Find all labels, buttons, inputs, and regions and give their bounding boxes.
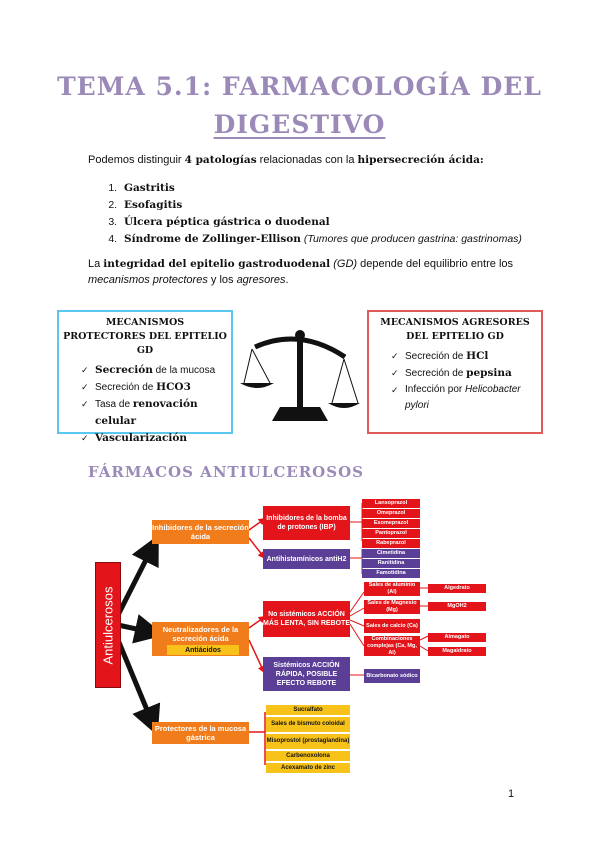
drug-bicarbonato: Bicarbonato sódico [364,669,420,683]
drug-ibp-item: Lansoprazol [362,499,420,508]
node-sistemicos: Sistémicos ACCIÓN RÁPIDA, POSIBLE EFECTO… [263,657,350,691]
node-antiacidos: Antiácidos [167,645,239,655]
drug-ibp-item: Esomeprazol [362,519,420,528]
drug-ibp-item: Omeprazol [362,509,420,518]
protector-drug-item: Carbenoxolona [266,751,350,761]
protectors-title: MECANISMOS PROTECTORES DEL EPITELIO GD [63,317,227,356]
protector-drug-item: Sales de bismuto coloidal [266,717,350,732]
aggressor-item: Secreción de HCl [391,348,541,365]
protector-drug-item: Acexamato de zinc [266,763,350,773]
node-protectores: Protectores de la mucosa gástrica [152,722,249,744]
protector-item: Tasa de renovación celular [81,396,231,430]
salt-drug-item: Almagato [428,633,486,642]
protectors-box: MECANISMOS PROTECTORES DEL EPITELIO GD S… [57,310,233,446]
drug-ibp-item: Pantoprazol [362,529,420,538]
pathology-item: Esofagitis [120,197,522,214]
salt-item: Combinaciones complejas (Ca, Mg, Al) [364,636,420,656]
title-line-1: TEMA 5.1: FARMACOLOGÍA DEL [57,72,542,101]
intro-paragraph: Podemos distinguir 4 patologías relacion… [88,154,484,166]
section-title: FÁRMACOS ANTIULCEROSOS [88,463,364,481]
node-ibp: Inhibidores de la bomba de protones (IBP… [263,506,350,540]
protector-item: Secreción de la mucosa [81,362,231,379]
drug-h2-item: Ranitidina [362,559,420,568]
title-line-2: DIGESTIVO [213,110,386,139]
salt-item: Sales de calcio (Ca) [364,619,420,633]
protector-drug-item: Sucralfato [266,705,350,715]
salt-item: Sales de Magnesio (Mg) [364,600,420,614]
protector-drug-item: Misoprostol (prostaglandina) [266,734,350,749]
aggressor-item: Infección por Helicobacter pylori [391,382,541,414]
pathology-item: Gastritis [120,180,522,197]
pathology-item: Úlcera péptica gástrica o duodenal [120,214,522,231]
salt-item: Sales de aluminio (Al) [364,582,420,596]
salt-drug-item: MgOH2 [428,602,486,611]
diagram-root: Antiulcerosos [95,562,121,688]
drug-ibp-item: Rabeprazol [362,539,420,548]
node-inhibidores: Inhibidores de la secreción ácida [152,520,249,544]
integrity-paragraph: La integridad del epitelio gastroduodena… [88,258,514,286]
node-no-sistemicos: No sistémicos ACCIÓN MÁS LENTA, SIN REBO… [263,601,350,637]
aggressors-box: MECANISMOS AGRESORES DEL EPITELIO GD Sec… [367,310,543,434]
pathology-item: Síndrome de Zollinger-Ellison (Tumores q… [120,231,522,248]
drug-h2-item: Famotidina [362,569,420,578]
aggressor-item: Secreción de pepsina [391,365,541,382]
protector-item: Secreción de HCO3 [81,379,231,396]
salt-drug-item: Magaldrato [428,647,486,656]
salt-drug-item: Algedrato [428,584,486,593]
drug-h2-item: Cimetidina [362,549,420,558]
node-h2: Antihistamínicos antiH2 [263,549,350,569]
aggressors-title: MECANISMOS AGRESORES DEL EPITELIO GD [380,317,530,342]
balance-scale-icon [240,330,360,421]
pathology-list: Gastritis Esofagitis Úlcera péptica gást… [100,180,522,248]
page-number: 1 [508,788,515,800]
protector-item: Vascularización [81,430,231,447]
